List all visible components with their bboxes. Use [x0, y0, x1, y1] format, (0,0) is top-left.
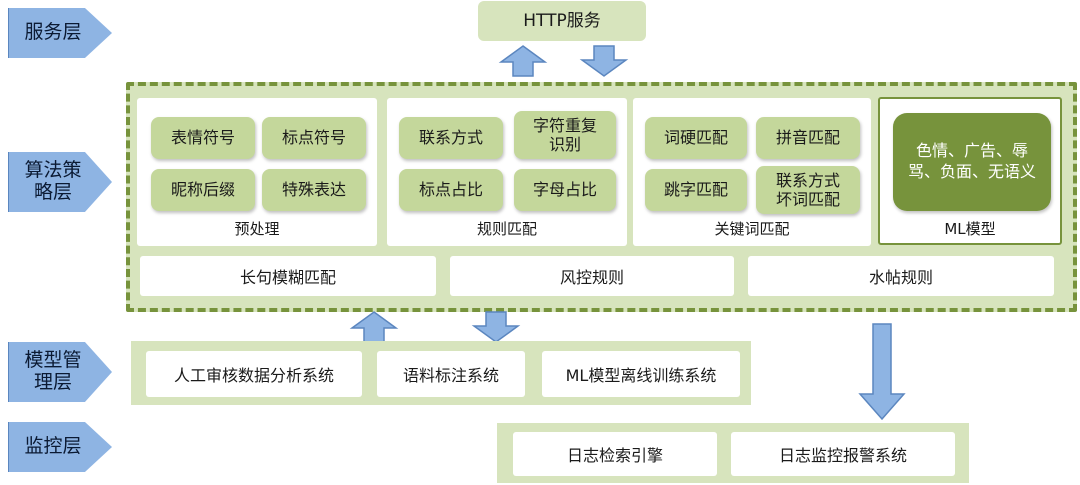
- rules-item-contact: 联系方式: [399, 117, 503, 159]
- http-service-label: HTTP服务: [523, 10, 601, 31]
- rules-item-letter-ratio-label: 字母占比: [532, 180, 597, 200]
- ml-caption: ML模型: [944, 220, 996, 238]
- arrow-up-to-service-icon: [498, 45, 548, 77]
- keywords-item-pinyin: 拼音匹配: [756, 117, 860, 159]
- keywords-item-pinyin-label: 拼音匹配: [775, 128, 840, 148]
- rules-item-repeat-label: 字符重复识别: [532, 115, 597, 154]
- preprocess-item-nickname-label: 昵称后缀: [170, 180, 235, 200]
- rules-caption: 规则匹配: [476, 220, 537, 238]
- keywords-item-hard-label: 词硬匹配: [663, 128, 728, 148]
- arrow-up-to-algorithm-icon: [349, 311, 399, 343]
- preprocess-item-emoji: 表情符号: [151, 117, 255, 159]
- ml-offline-training-label: ML模型离线训练系统: [565, 366, 717, 385]
- rules-item-letter-ratio: 字母占比: [514, 169, 616, 211]
- keywords-item-skip: 跳字匹配: [645, 169, 747, 211]
- log-search-engine-label: 日志检索引擎: [566, 446, 663, 465]
- log-alert-system-box: 日志监控报警系统: [731, 432, 955, 476]
- http-service-box: HTTP服务: [478, 1, 646, 41]
- layer-model-label: 模型管理层: [8, 342, 112, 402]
- preprocess-item-emoji-label: 表情符号: [170, 128, 235, 148]
- preprocess-item-nickname: 昵称后缀: [151, 169, 255, 211]
- log-alert-system-label: 日志监控报警系统: [778, 446, 907, 465]
- layer-monitor-text: 监控层: [24, 435, 82, 458]
- ml-categories-box: 色情、广告、辱骂、负面、无语义: [893, 113, 1051, 211]
- rules-item-punct-ratio: 标点占比: [399, 169, 503, 211]
- corpus-annotation-label: 语料标注系统: [402, 366, 499, 385]
- risk-control-label: 风控规则: [559, 268, 624, 287]
- log-search-engine-box: 日志检索引擎: [513, 432, 717, 476]
- arrow-down-to-model-icon: [471, 311, 521, 343]
- arrow-down-to-monitor-icon: [858, 323, 906, 421]
- layer-monitor-label: 监控层: [8, 422, 112, 472]
- layer-service-label: 服务层: [8, 8, 112, 58]
- preprocess-item-special: 特殊表达: [262, 169, 366, 211]
- ml-categories-label: 色情、广告、辱骂、负面、无语义: [907, 141, 1036, 181]
- preprocess-item-punct-label: 标点符号: [281, 128, 346, 148]
- layer-service-text: 服务层: [24, 21, 82, 44]
- corpus-annotation-box: 语料标注系统: [377, 351, 525, 397]
- layer-algorithm-text: 算法策略层: [24, 159, 82, 203]
- keywords-item-skip-label: 跳字匹配: [663, 180, 728, 200]
- spam-post-rules-box: 水帖规则: [748, 256, 1054, 296]
- preprocess-item-punct: 标点符号: [262, 117, 366, 159]
- long-sentence-fuzzy-label: 长句模糊匹配: [239, 268, 336, 287]
- rules-item-punct-ratio-label: 标点占比: [418, 180, 483, 200]
- layer-algorithm-label: 算法策略层: [8, 152, 112, 212]
- manual-review-analysis-box: 人工审核数据分析系统: [146, 351, 362, 397]
- preprocess-caption: 预处理: [234, 220, 280, 238]
- preprocess-item-special-label: 特殊表达: [281, 180, 346, 200]
- keywords-item-hard: 词硬匹配: [645, 117, 747, 159]
- layer-model-text: 模型管理层: [24, 349, 82, 393]
- ml-offline-training-box: ML模型离线训练系统: [542, 351, 740, 397]
- manual-review-analysis-label: 人工审核数据分析系统: [173, 366, 334, 385]
- rules-item-repeat: 字符重复识别: [514, 111, 616, 159]
- spam-post-rules-label: 水帖规则: [868, 268, 933, 287]
- risk-control-box: 风控规则: [450, 256, 734, 296]
- long-sentence-fuzzy-box: 长句模糊匹配: [140, 256, 436, 296]
- keywords-item-contact-bad-label: 联系方式坏词匹配: [775, 170, 840, 209]
- arrow-down-from-service-icon: [579, 45, 629, 77]
- keywords-caption: 关键词匹配: [714, 220, 790, 238]
- rules-item-contact-label: 联系方式: [418, 128, 483, 148]
- keywords-item-contact-bad: 联系方式坏词匹配: [756, 166, 860, 214]
